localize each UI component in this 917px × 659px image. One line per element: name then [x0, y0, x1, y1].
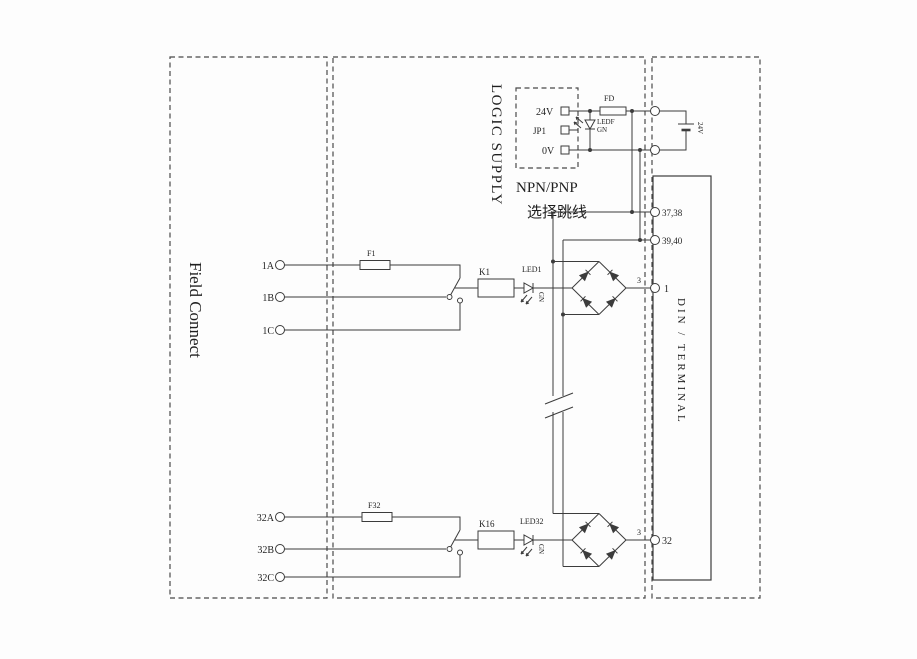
field-1a-point: [275, 260, 285, 270]
junction-dot: [630, 210, 634, 214]
contact-32b-point: [446, 546, 453, 552]
jumper-pin-0v: [560, 145, 570, 155]
field-connect-region-border: [169, 56, 328, 599]
jumper-24v-label: 24V: [536, 107, 554, 118]
terminal-3940-point: [650, 235, 660, 245]
junction-dot: [630, 109, 634, 113]
junction-dot: [588, 109, 592, 113]
terminal-1-label: 1: [664, 284, 669, 295]
logic-supply-label: LOGIC SUPPLY: [488, 84, 504, 206]
terminal-region-border: [651, 56, 761, 599]
jumper-pin-24v: [560, 106, 570, 116]
field-32c-label: 32C: [257, 573, 274, 584]
led32-label: LED32: [520, 517, 544, 526]
ledf-color-label: GN: [597, 126, 607, 134]
channel-1: 1A 1B 1C F1 K1 LED1 GN 3 1: [262, 249, 669, 337]
contact-32c-point: [457, 549, 463, 556]
terminal-3738-label: 37,38: [662, 208, 683, 218]
wire-number-ch32: 3: [637, 528, 641, 537]
wire-32c-field: [284, 555, 461, 578]
led1-color-label: GN: [537, 292, 545, 302]
logic-region-border: [332, 56, 646, 599]
jumper-0v-label: 0V: [542, 146, 555, 157]
relay-k16-coil: [477, 530, 515, 550]
junction-dot: [638, 148, 642, 152]
fuse-fd: [599, 106, 627, 116]
din-terminal-box: [652, 175, 712, 581]
bridge-1: [572, 262, 626, 315]
supply-terminal-point: [650, 106, 660, 116]
din-terminal-label: DIN / TERMINAL: [675, 298, 687, 425]
field-32b-point: [275, 544, 285, 554]
led1-label: LED1: [522, 265, 542, 274]
ledf-icon: [573, 116, 596, 130]
jumper-pin-mid: [560, 125, 570, 135]
field-32c-point: [275, 572, 285, 582]
field-1a-label: 1A: [262, 261, 275, 272]
field-1b-label: 1B: [262, 293, 274, 304]
wire-number-ch1: 3: [637, 276, 641, 285]
field-1c-point: [275, 325, 285, 335]
led1-icon: [520, 282, 534, 305]
logic-supply-jumper-border: [515, 87, 579, 169]
region-borders: [169, 56, 761, 599]
terminal-32-label: 32: [662, 536, 672, 547]
bridge-32: [572, 514, 626, 567]
terminal-3738-point: [650, 207, 660, 217]
junction-dot: [638, 238, 642, 242]
wire-battery: [659, 110, 687, 151]
relay-k1-label: K1: [479, 267, 490, 277]
junction-dot: [588, 148, 592, 152]
terminal-32-point: [650, 535, 660, 545]
rail-break-marks: [544, 392, 574, 419]
fuse-f32: [361, 512, 393, 522]
led32-color-label: GN: [537, 544, 545, 554]
fuse-fd-label: FD: [604, 94, 614, 103]
logic-supply-section: 24V JP1 0V FD LEDF GN 24V: [533, 94, 704, 240]
contact-1c-point: [457, 297, 463, 304]
supply-terminal-point: [650, 145, 660, 155]
field-1b-point: [275, 292, 285, 302]
fuse-f32-label: F32: [368, 501, 380, 510]
fuse-f1-label: F1: [367, 249, 375, 258]
wire-1c-field: [284, 303, 461, 331]
contact-k1-blade: [449, 277, 461, 297]
wire-1a-contact: [390, 264, 461, 278]
terminal-1-point: [650, 283, 660, 293]
field-connect-label: Field Connect: [186, 262, 205, 358]
battery-label: 24V: [696, 122, 704, 134]
contact-1b-point: [446, 294, 453, 300]
field-1c-label: 1C: [262, 326, 274, 337]
field-32b-label: 32B: [257, 545, 274, 556]
relay-k1-coil: [477, 278, 515, 298]
relay-k16-label: K16: [479, 519, 495, 529]
wire-32a-contact: [392, 516, 461, 530]
jumper-jp1-label: JP1: [533, 126, 546, 136]
field-32a-label: 32A: [257, 513, 275, 524]
channel-32: 32A 32B 32C F32 K16 LED32 GN 3 32: [257, 501, 672, 584]
din-terminal-block: DIN / TERMINAL: [652, 175, 712, 581]
ledf-label: LEDF: [597, 118, 615, 126]
terminal-3940-label: 39,40: [662, 236, 683, 246]
contact-k16-blade: [449, 529, 461, 549]
npn-pnp-title: NPN/PNP: [516, 180, 578, 196]
led32-icon: [520, 534, 534, 557]
fuse-f1: [359, 260, 391, 270]
field-32a-point: [275, 512, 285, 522]
supply-terminal-rows: 37,38 39,40: [553, 207, 683, 246]
